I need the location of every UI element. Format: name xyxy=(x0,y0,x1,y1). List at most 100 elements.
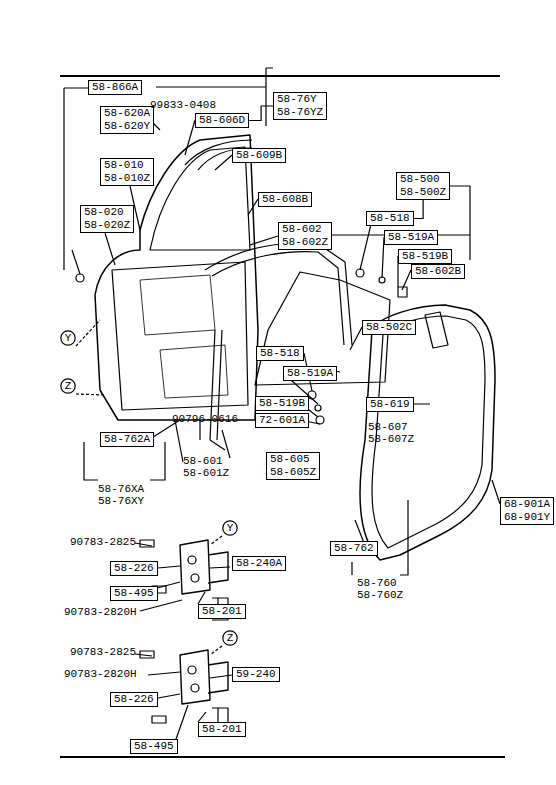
hinge-bolt xyxy=(191,574,199,582)
part-number: 58-606D xyxy=(199,114,245,127)
view-letter: Y xyxy=(60,330,76,346)
part-number: 90796-0616 xyxy=(172,413,238,425)
view-circle: Y xyxy=(60,330,76,346)
part-number: 58-519B xyxy=(402,250,448,263)
hinge-bolt xyxy=(188,666,196,674)
part-number: 90783-2820H xyxy=(64,606,137,618)
part-box: 58-519B xyxy=(398,249,452,264)
part-number: 58-619 xyxy=(370,398,410,411)
part-number: 58-601Z xyxy=(183,467,229,479)
part-number: 58-602 xyxy=(282,223,328,236)
part-box: 72-601A xyxy=(255,413,309,428)
part-box: 58-608B xyxy=(258,192,312,207)
part-box: 58-76Y58-76YZ xyxy=(273,92,327,120)
hinge-bolt xyxy=(152,716,166,723)
part-number: 90783-2820H xyxy=(64,668,137,680)
part-number: 58-240A xyxy=(236,557,282,570)
part-number: 72-601A xyxy=(259,414,305,427)
part-box: 58-240A xyxy=(232,556,286,571)
sash-seal xyxy=(425,312,448,348)
part-number: 59-240 xyxy=(236,668,276,681)
bracket-line xyxy=(84,442,165,480)
part-box: 58-866A xyxy=(88,80,142,95)
part-number: 58-762 xyxy=(334,542,374,555)
bushing xyxy=(356,269,364,277)
part-number: 58-010 xyxy=(104,159,150,172)
part-number: 58-620Y xyxy=(104,120,150,133)
part-box: 58-518 xyxy=(366,211,414,226)
part-number: 58-760 xyxy=(357,577,397,589)
part-box: 58-519A xyxy=(384,230,438,245)
part-number: 58-500Z xyxy=(400,186,446,199)
part-box: 58-762A xyxy=(100,432,154,447)
part-box: 58-495 xyxy=(110,586,158,601)
part-box: 58-201 xyxy=(198,604,246,619)
part-box: 58-495 xyxy=(130,739,178,754)
bottom-rule xyxy=(60,756,505,758)
part-number: 58-76XA xyxy=(98,483,144,495)
part-number: 58-608B xyxy=(262,193,308,206)
part-box: 58-226 xyxy=(110,561,158,576)
leader-line xyxy=(72,250,80,274)
washer xyxy=(315,405,321,411)
leader-line xyxy=(105,120,500,548)
part-box: 68-901A68-901Y xyxy=(500,497,554,525)
part-number: 58-201 xyxy=(202,723,242,736)
part-number: 58-020 xyxy=(84,206,130,219)
part-number: 58-76YZ xyxy=(277,106,323,119)
view-letter: Z xyxy=(222,630,238,646)
part-box: 58-519A xyxy=(283,366,337,381)
leader-line xyxy=(210,646,222,655)
view-circle: Y xyxy=(222,520,238,536)
part-box: 58-518 xyxy=(256,346,304,361)
hinge-bolt xyxy=(188,556,196,564)
leader-line xyxy=(210,536,222,545)
part-number: 99833-0408 xyxy=(150,99,216,111)
part-number: 90783-2825 xyxy=(70,646,136,658)
part-box: 58-620A58-620Y xyxy=(100,106,154,134)
part-box: 58-201 xyxy=(198,722,246,737)
top-rule xyxy=(60,75,500,77)
part-number: 58-519A xyxy=(388,231,434,244)
view-circle: Z xyxy=(60,378,76,394)
bracket-connector xyxy=(249,106,273,121)
door-shell xyxy=(95,135,258,420)
part-box: 58-60558-605Z xyxy=(266,452,320,480)
part-number: 68-901Y xyxy=(504,511,550,524)
part-box: 58-01058-010Z xyxy=(100,158,154,186)
leader-line xyxy=(76,320,100,346)
part-number: 58-760Z xyxy=(357,589,403,601)
part-number: 58-226 xyxy=(114,693,154,706)
hinge-bolt xyxy=(140,540,154,547)
part-number: 58-76XY xyxy=(98,495,144,507)
part-number: 58-602B xyxy=(415,265,461,278)
part-box: 58-60258-602Z xyxy=(278,222,332,250)
part-box: 58-762 xyxy=(330,541,378,556)
part-number: 58-518 xyxy=(260,347,300,360)
part-number: 58-866A xyxy=(92,81,138,94)
part-number: 68-901A xyxy=(504,498,550,511)
part-box: 58-606D xyxy=(195,113,249,128)
part-number: 58-020Z xyxy=(84,219,130,232)
part-box: 58-50058-500Z xyxy=(396,172,450,200)
part-number: 58-226 xyxy=(114,562,154,575)
part-number: 58-605 xyxy=(270,453,316,466)
part-number: 58-607Z xyxy=(368,433,414,445)
weatherstrip xyxy=(360,305,495,560)
part-number: 58-620A xyxy=(104,107,150,120)
part-number: 58-500 xyxy=(400,173,446,186)
part-box: 58-226 xyxy=(110,692,158,707)
bracket-connector xyxy=(414,200,424,219)
inner-panel xyxy=(112,262,248,410)
part-box: 58-02058-020Z xyxy=(80,205,134,233)
part-number: 58-201 xyxy=(202,605,242,618)
part-number: 58-602Z xyxy=(282,236,328,249)
part-number: 58-762A xyxy=(104,433,150,446)
part-number: 58-519B xyxy=(259,397,305,410)
part-box: 58-519B xyxy=(255,396,309,411)
part-box: 58-502C xyxy=(362,320,416,335)
part-box: 59-240 xyxy=(232,667,280,682)
part-number: 90783-2825 xyxy=(70,536,136,548)
bolt xyxy=(76,274,84,282)
view-circle: Z xyxy=(222,630,238,646)
